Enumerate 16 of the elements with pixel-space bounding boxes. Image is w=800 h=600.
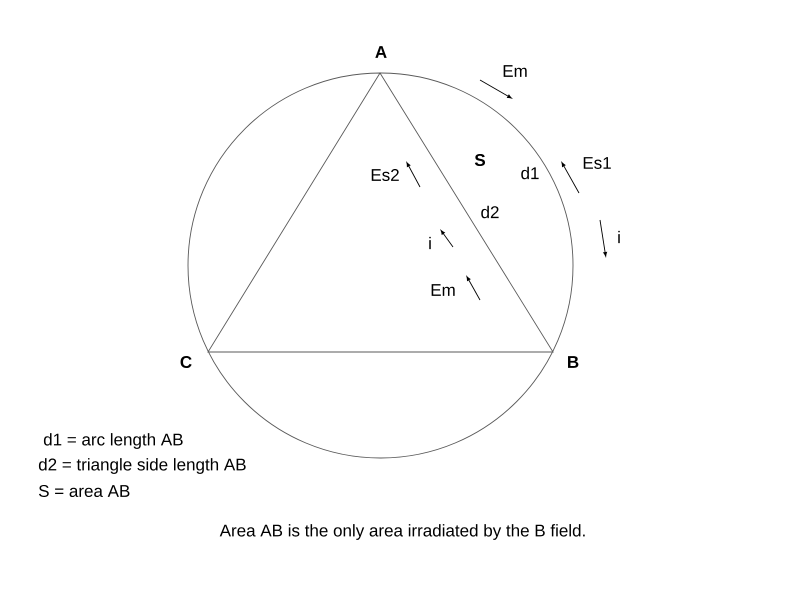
symbol-label: Es2 <box>372 168 399 182</box>
symbol-label: Em <box>504 65 527 77</box>
vertex-label: C <box>180 356 192 368</box>
vertex-label: B <box>568 356 578 368</box>
symbol-label: i <box>618 230 620 244</box>
caption: Area AB is the only area irradiated by the B field. <box>220 524 585 540</box>
symbol-label: d2 <box>481 206 499 218</box>
symbol-label: Em <box>432 284 455 296</box>
symbol-label: d1 <box>521 166 539 180</box>
symbol-label: i <box>429 236 431 250</box>
note: d1 = arc length AB <box>44 433 183 449</box>
note: S = area AB <box>38 484 130 498</box>
area-label: S <box>474 154 486 166</box>
note: d2 = triangle side length AB <box>38 458 246 474</box>
vertex-label: A <box>375 46 387 58</box>
symbol-label: Es1 <box>584 157 611 169</box>
